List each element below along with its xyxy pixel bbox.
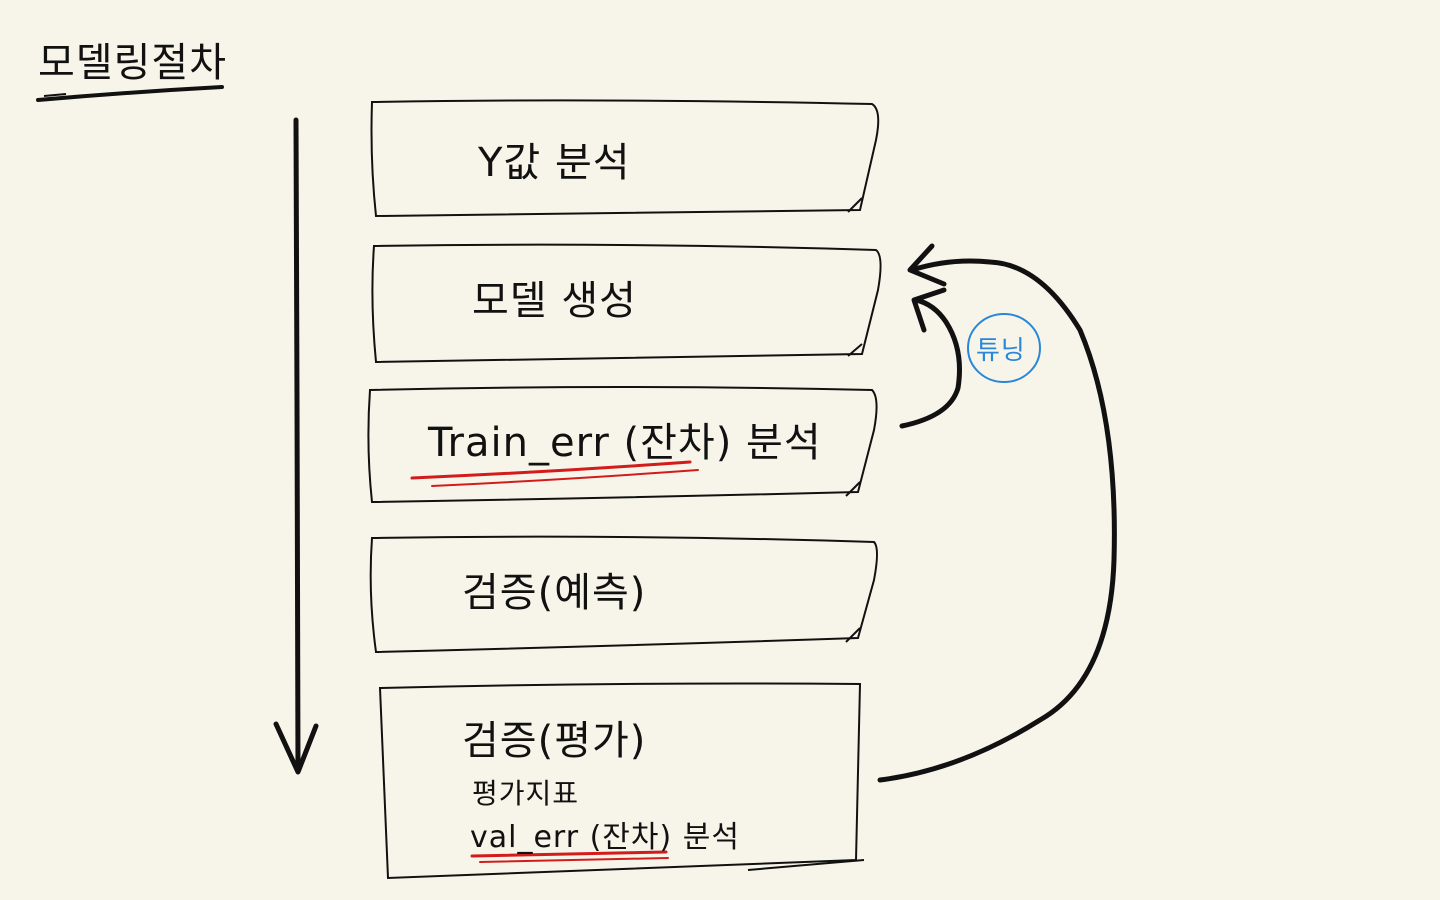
step-2-label: 모델 생성 bbox=[472, 278, 637, 324]
diagram-title: 모델링절차 bbox=[38, 40, 227, 86]
val-err-underline-2 bbox=[479, 857, 669, 863]
process-direction-arrow bbox=[293, 117, 301, 773]
tuning-loop-arrow bbox=[899, 297, 962, 429]
tuning-label: 튜닝 bbox=[976, 336, 1026, 366]
step-box-5-tick bbox=[747, 859, 865, 871]
step-box-5 bbox=[378, 682, 862, 880]
step-box-4-tick bbox=[845, 627, 861, 643]
train-err-underline-2 bbox=[431, 469, 699, 487]
feedback-loop-arrow bbox=[877, 258, 1117, 783]
step-1-label: Y값 분석 bbox=[478, 140, 631, 186]
step-box-2-tick bbox=[847, 343, 863, 357]
val-err-analysis-note: val_err (잔차) 분석 bbox=[470, 820, 740, 855]
step-box-3 bbox=[367, 386, 878, 504]
step-box-2 bbox=[371, 243, 882, 364]
val-err-underline bbox=[470, 850, 668, 858]
step-box-4 bbox=[369, 535, 878, 654]
step-3-label: Train_err (잔차) 분석 bbox=[428, 420, 822, 466]
step-box-1-tick bbox=[847, 197, 863, 213]
step-4-label: 검증(예측) bbox=[462, 570, 647, 616]
step-box-1 bbox=[370, 99, 880, 218]
evaluation-metric-note: 평가지표 bbox=[472, 777, 580, 810]
tuning-loop-arrow-head bbox=[911, 287, 947, 333]
step-box-3-tick bbox=[845, 481, 861, 497]
title-underline-small bbox=[43, 93, 67, 97]
feedback-loop-arrow-head bbox=[907, 243, 947, 287]
title-underline bbox=[36, 85, 224, 102]
step-5-label: 검증(평가) bbox=[462, 718, 647, 764]
train-err-underline bbox=[410, 460, 692, 480]
process-arrow-head bbox=[273, 721, 319, 775]
tuning-circle bbox=[967, 313, 1041, 383]
